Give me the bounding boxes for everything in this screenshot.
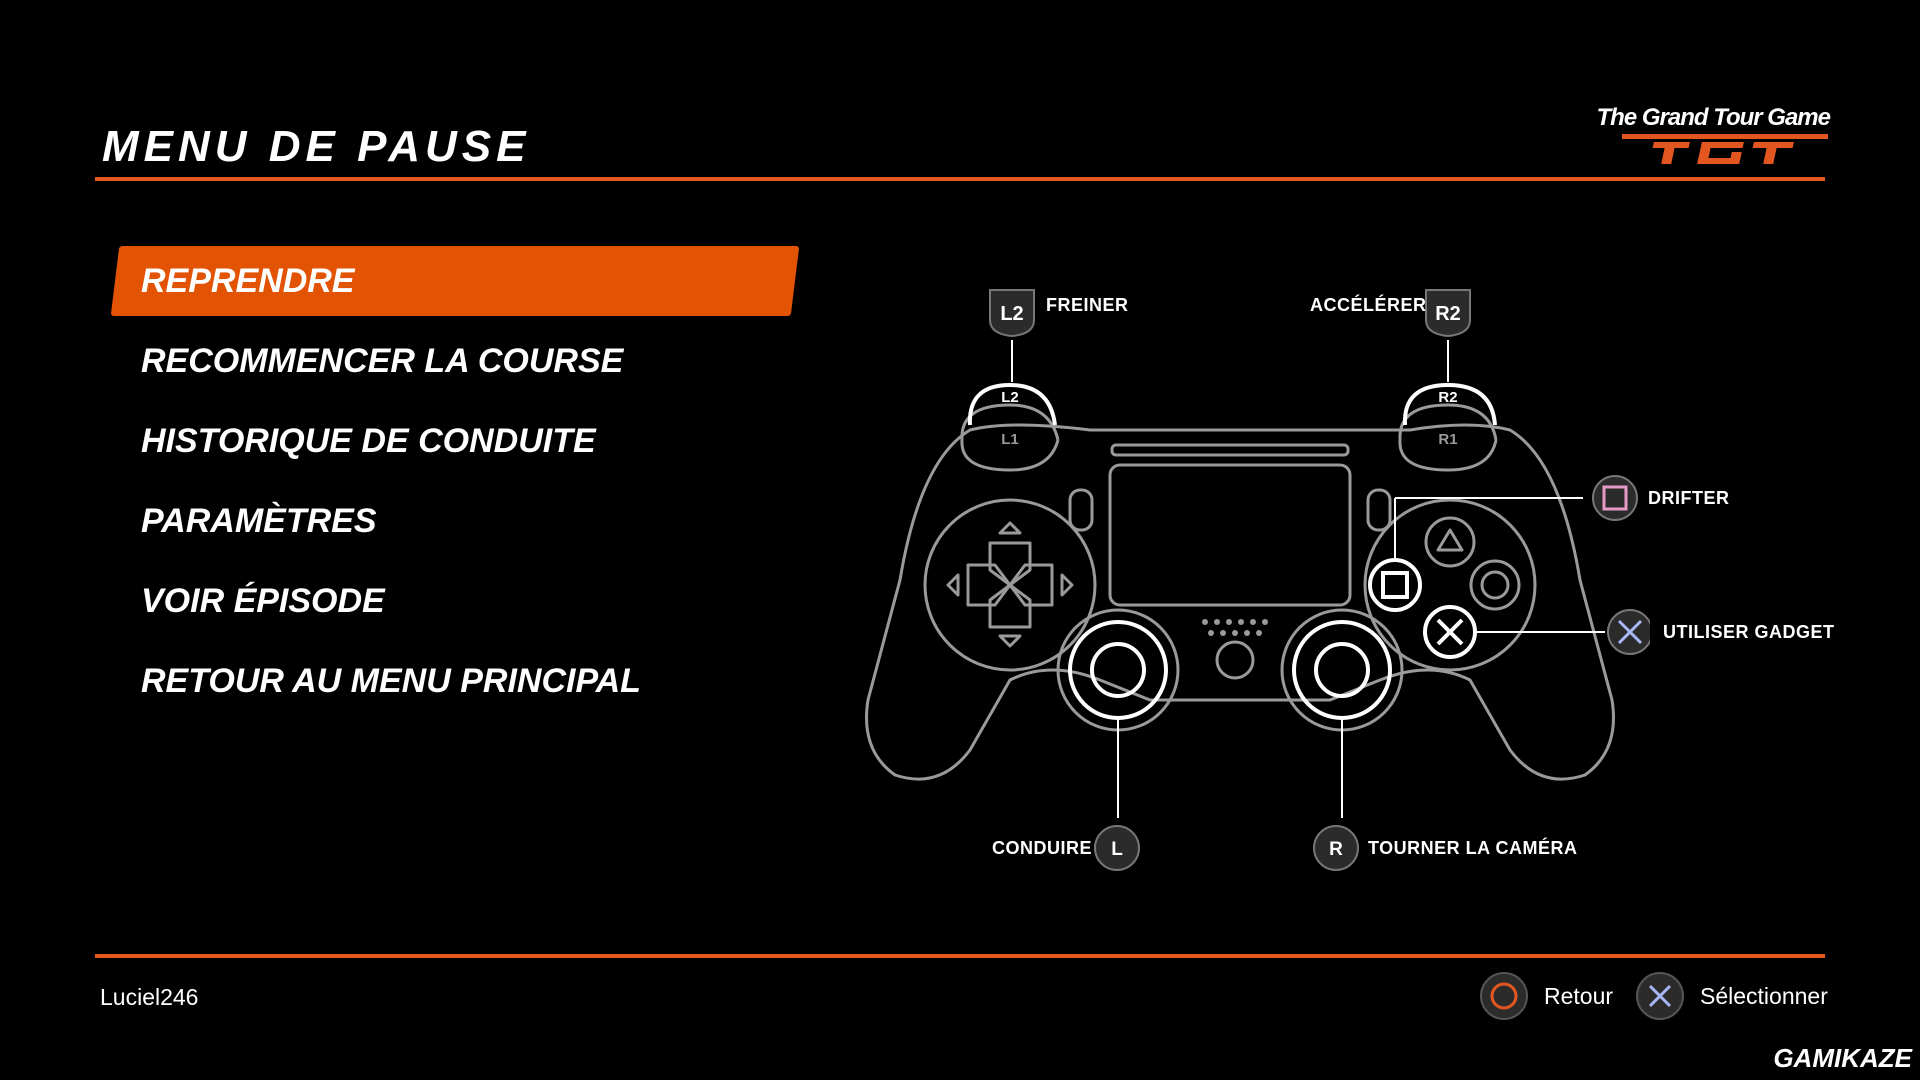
conduire-label: CONDUIRE (992, 838, 1093, 858)
watermark: GAMIKAZE (1773, 1043, 1912, 1073)
menu-item-reprendre[interactable]: REPRENDRE (115, 246, 795, 316)
menu-item-retour-au-menu-principal[interactable]: RETOUR AU MENU PRINCIPAL (141, 661, 641, 700)
r2-trigger-label: R2 (1438, 389, 1457, 406)
svg-text:L: L (1111, 839, 1123, 860)
l2-button-badge: L2 (1000, 303, 1023, 325)
header-divider (95, 177, 1825, 181)
back-hint[interactable]: Retour (1480, 972, 1613, 1020)
square-icon (1592, 475, 1638, 521)
footer-divider (95, 954, 1825, 958)
logo-text: The Grand Tour Game (1596, 104, 1831, 131)
accelerer-label: ACCÉLÉRER (1310, 295, 1427, 315)
controller-diagram: L2 L1 R2 R1 L2 R2 (850, 280, 1834, 885)
select-hint[interactable]: Sélectionner (1636, 972, 1828, 1020)
freiner-label: FREINER (1046, 295, 1129, 315)
controller-outline: L2 L1 R2 R1 L2 R2 (865, 289, 1653, 871)
menu-item-recommencer-la-course[interactable]: RECOMMENCER LA COURSE (141, 341, 624, 380)
drifter-label: DRIFTER (1648, 488, 1730, 508)
circle-icon (1480, 972, 1528, 1020)
cross-icon (1636, 972, 1684, 1020)
menu-item-historique-de-conduite[interactable]: HISTORIQUE DE CONDUITE (141, 421, 596, 460)
utiliser-gadget-label: UTILISER GADGET (1663, 622, 1835, 642)
menu-item-parametres[interactable]: PARAMÈTRES (141, 501, 377, 540)
cross-icon (1607, 609, 1653, 655)
back-label: Retour (1544, 982, 1614, 1009)
r2-button-badge: R2 (1435, 303, 1461, 325)
game-logo: The Grand Tour Game (1597, 104, 1831, 174)
l1-bumper-label: L1 (1001, 431, 1019, 448)
r-stick-icon: R (1313, 825, 1359, 871)
select-label: Sélectionner (1700, 982, 1828, 1009)
menu-item-voir-episode[interactable]: VOIR ÉPISODE (141, 581, 385, 620)
r1-bumper-label: R1 (1438, 431, 1457, 448)
page-title: MENU DE PAUSE (102, 122, 531, 171)
username: Luciel246 (100, 984, 199, 1010)
tgt-logo-mark (1622, 134, 1828, 164)
l-stick-icon: L (1094, 825, 1140, 871)
tourner-la-camera-label: TOURNER LA CAMÉRA (1368, 838, 1578, 858)
svg-text:R: R (1329, 839, 1343, 860)
l2-trigger-label: L2 (1001, 389, 1019, 406)
